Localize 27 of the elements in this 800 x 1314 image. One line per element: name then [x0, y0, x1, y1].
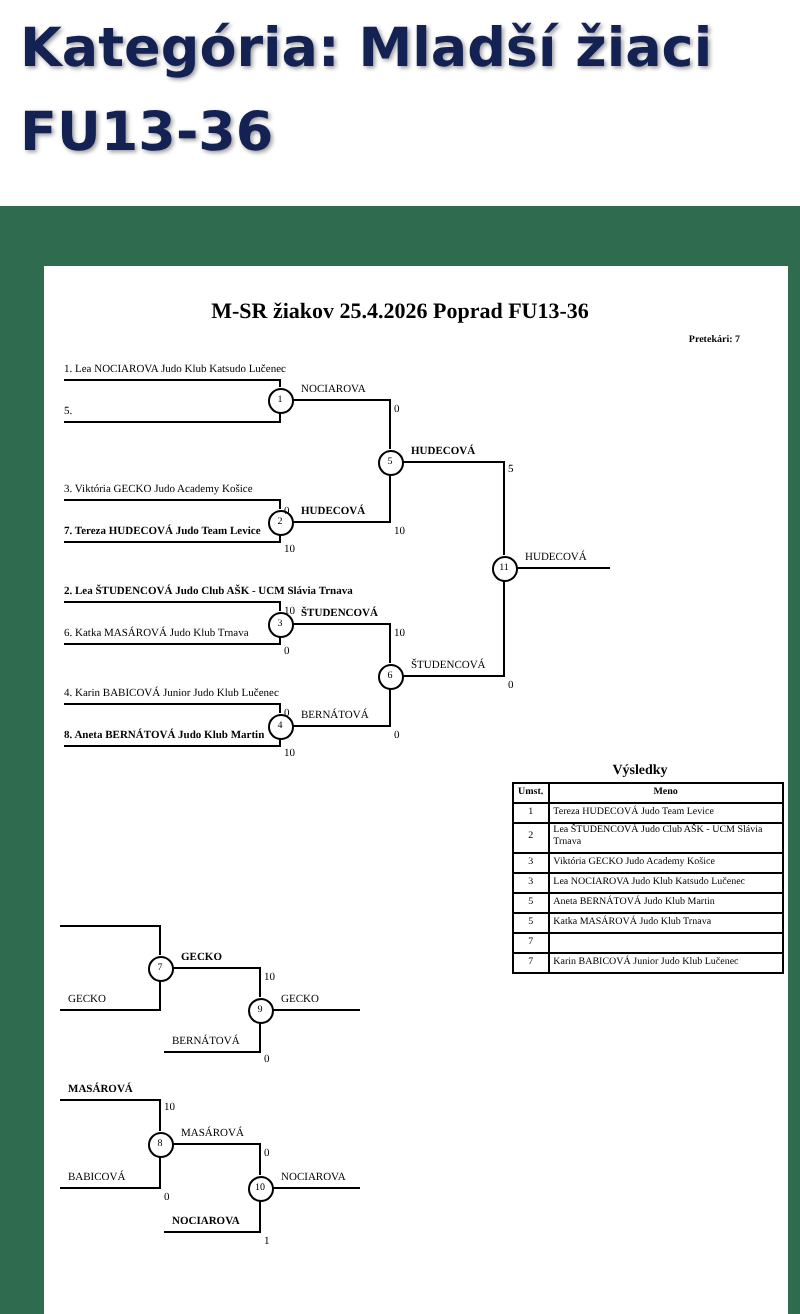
- bracket-line: [163, 1200, 261, 1233]
- bracket-line: [63, 534, 281, 543]
- bracket-line: [292, 688, 391, 727]
- bracket-line: [516, 567, 611, 569]
- page-title: Kategória: Mladší žiaci FU13-36: [20, 16, 715, 168]
- bracket-line: [59, 1099, 161, 1132]
- bracket-line: [63, 499, 281, 510]
- bracket-line: [272, 1009, 361, 1011]
- bracket-line: [63, 601, 281, 612]
- bracket-line: [272, 1187, 361, 1189]
- bracket-line: [63, 379, 281, 388]
- bracket-line: [63, 636, 281, 645]
- bracket-line: [402, 580, 505, 677]
- bracket-line: [63, 412, 281, 423]
- bracket-line: [59, 925, 161, 956]
- bracket-line: [402, 461, 505, 556]
- bracket-line: [63, 703, 281, 714]
- bracket-line: [292, 474, 391, 523]
- bracket-line: [292, 623, 391, 664]
- bracket-line: [163, 1022, 261, 1053]
- bracket-line: [59, 980, 161, 1011]
- bracket-line: [292, 399, 391, 450]
- bracket-line: [172, 967, 261, 998]
- bracket-line: [172, 1143, 261, 1176]
- bracket-line: [59, 1156, 161, 1189]
- bracket-line: [63, 738, 281, 747]
- bracket-heading: M-SR žiakov 25.4.2026 Poprad FU13-36: [211, 300, 589, 326]
